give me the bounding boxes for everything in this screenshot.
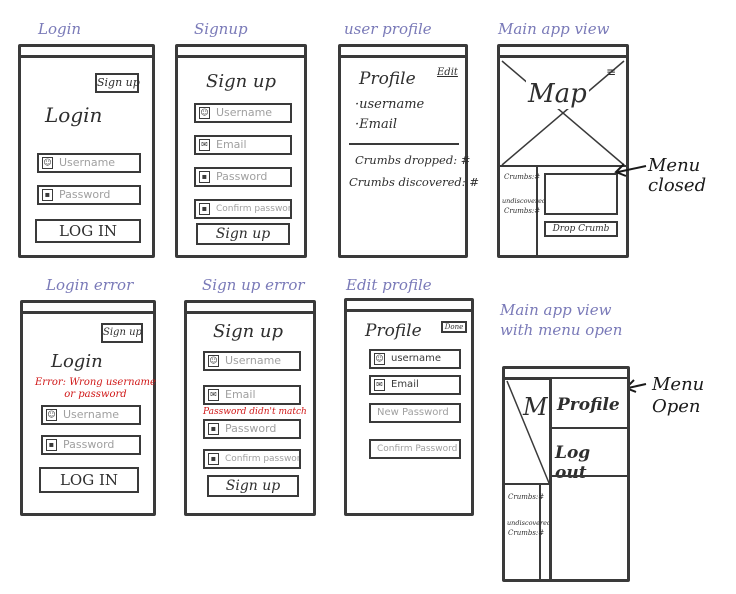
login-error-screen: Sign up Login Error: Wrong username or p… bbox=[20, 300, 156, 516]
main-app-menu-open-screen: M Crumbs:# undiscovered Crumbs:# Profile… bbox=[502, 366, 630, 582]
lock-icon: ▪ bbox=[42, 189, 53, 201]
username-field[interactable]: ☺Username bbox=[41, 405, 141, 425]
lock-icon: ▪ bbox=[199, 203, 210, 215]
signup-submit-button[interactable]: Sign up bbox=[207, 475, 299, 497]
crumbs-discovered: Crumbs discovered: # bbox=[349, 175, 479, 189]
user-icon: ☺ bbox=[208, 355, 219, 367]
profile-screen: Profile Edit ·username ·Email Crumbs dro… bbox=[338, 44, 479, 258]
email-icon: ✉ bbox=[374, 379, 385, 391]
menu-item-profile[interactable]: Profile bbox=[557, 395, 620, 415]
user-icon: ☺ bbox=[42, 157, 53, 169]
lock-icon: ▪ bbox=[208, 423, 219, 435]
menu-panel bbox=[549, 379, 627, 579]
password-field[interactable]: ▪Password bbox=[41, 435, 141, 455]
password-field[interactable]: ▪Password bbox=[194, 167, 292, 187]
crumbs-label: Crumbs:# bbox=[508, 493, 545, 501]
login-title: Login bbox=[45, 103, 103, 127]
username-field[interactable]: ☺Username bbox=[194, 103, 292, 123]
caption-edit-profile: Edit profile bbox=[346, 276, 432, 294]
email-field[interactable]: ✉Email bbox=[203, 385, 301, 405]
note-menu-open: Menu Open bbox=[652, 374, 705, 417]
menu-divider bbox=[500, 165, 626, 167]
crumb-preview-box bbox=[544, 173, 618, 215]
map-label: Map bbox=[526, 79, 589, 109]
email-icon: ✉ bbox=[208, 389, 219, 401]
email-field[interactable]: ✉Email bbox=[194, 135, 292, 155]
email-icon: ✉ bbox=[199, 139, 210, 151]
lock-icon: ▪ bbox=[208, 453, 219, 465]
crumbs-discovered-label: undiscovered bbox=[502, 197, 547, 205]
map-divider bbox=[505, 483, 551, 485]
signup-title: Sign up bbox=[206, 71, 277, 92]
signup-title: Sign up bbox=[213, 321, 284, 342]
signup-screen: Sign up ☺Username ✉Email ▪Password ▪Conf… bbox=[175, 44, 307, 258]
user-icon: ☺ bbox=[374, 353, 385, 365]
edit-profile-screen: Profile Done ☺username ✉Email New Passwo… bbox=[344, 298, 474, 516]
lock-icon: ▪ bbox=[199, 171, 210, 183]
map-label-partial: M bbox=[523, 393, 548, 421]
signup-button[interactable]: Sign up bbox=[95, 73, 140, 93]
menu-sidebar bbox=[500, 167, 538, 255]
user-icon: ☺ bbox=[199, 107, 210, 119]
hamburger-icon[interactable]: ≡ bbox=[606, 65, 617, 79]
note-menu-closed: Menu closed bbox=[648, 155, 707, 196]
login-title: Login bbox=[51, 351, 103, 372]
lock-icon: ▪ bbox=[46, 439, 57, 451]
confirm-password-field[interactable]: ▪Confirm password bbox=[194, 199, 292, 219]
edit-link[interactable]: Edit bbox=[437, 67, 458, 78]
confirm-password-field[interactable]: ▪Confirm password bbox=[203, 449, 301, 469]
new-password-field[interactable]: New Password bbox=[369, 403, 461, 423]
login-button[interactable]: LOG IN bbox=[39, 467, 139, 493]
username-field[interactable]: ☺Username bbox=[203, 351, 301, 371]
signup-error-screen: Sign up ☺Username ✉Email Password didn't… bbox=[184, 300, 316, 516]
crumbs-count: Crumbs:# bbox=[508, 529, 545, 537]
login-screen: Sign up Login ☺Username ▪Password LOG IN bbox=[18, 44, 155, 258]
caption-main-app-menu-open: Main app view with menu open bbox=[500, 301, 623, 339]
profile-username: ·username bbox=[355, 97, 425, 112]
menu-sidebar bbox=[505, 485, 541, 579]
crumbs-discovered-label: undiscovered bbox=[507, 519, 552, 527]
profile-title: Profile bbox=[365, 321, 422, 341]
user-icon: ☺ bbox=[46, 409, 57, 421]
drop-crumb-button[interactable]: Drop Crumb bbox=[544, 221, 618, 237]
password-field[interactable]: ▪Password bbox=[37, 185, 141, 205]
crumbs-count: Crumbs:# bbox=[504, 207, 541, 215]
username-field[interactable]: ☺Username bbox=[37, 153, 141, 173]
crumbs-label: Crumbs:# bbox=[504, 173, 541, 181]
confirm-password-field[interactable]: Confirm Password bbox=[369, 439, 461, 459]
caption-login: Login bbox=[38, 20, 82, 38]
map-placeholder bbox=[506, 380, 550, 484]
menu-item-divider bbox=[551, 427, 627, 429]
caption-signup: Signup bbox=[194, 20, 248, 38]
password-field[interactable]: ▪Password bbox=[203, 419, 301, 439]
error-message: Error: Wrong username or password bbox=[35, 377, 156, 400]
done-button[interactable]: Done bbox=[441, 321, 467, 333]
caption-main-app: Main app view bbox=[498, 20, 610, 38]
login-button[interactable]: LOG IN bbox=[35, 219, 141, 243]
divider bbox=[349, 143, 459, 145]
email-field[interactable]: ✉Email bbox=[369, 375, 461, 395]
signup-submit-button[interactable]: Sign up bbox=[196, 223, 290, 245]
main-app-screen: Map ≡ Crumbs:# undiscovered Crumbs:# Dro… bbox=[497, 44, 629, 258]
caption-signup-error: Sign up error bbox=[202, 276, 305, 294]
signup-button[interactable]: Sign up bbox=[101, 323, 143, 343]
password-error-message: Password didn't match bbox=[203, 407, 307, 417]
profile-email: ·Email bbox=[355, 117, 398, 132]
username-field[interactable]: ☺username bbox=[369, 349, 461, 369]
caption-login-error: Login error bbox=[46, 276, 134, 294]
map-placeholder bbox=[501, 60, 625, 166]
menu-item-divider bbox=[551, 475, 627, 477]
profile-title: Profile bbox=[359, 69, 416, 89]
crumbs-dropped: Crumbs dropped: # bbox=[355, 153, 471, 167]
caption-user-profile: user profile bbox=[344, 20, 432, 38]
menu-item-logout[interactable]: Log out bbox=[555, 443, 591, 483]
